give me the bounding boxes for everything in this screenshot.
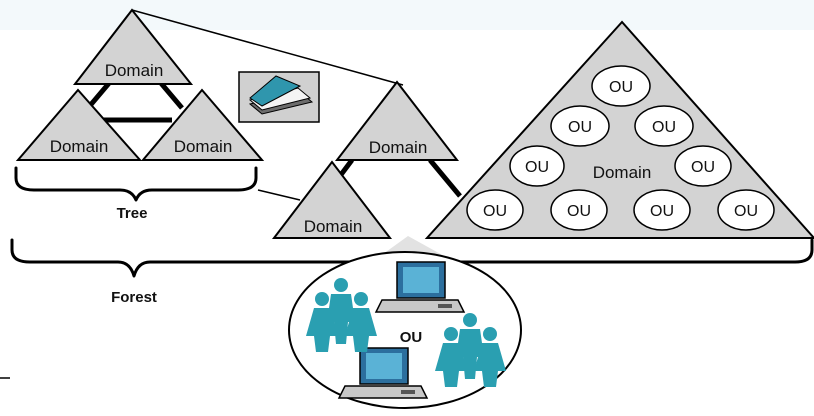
domain-triangle-child xyxy=(271,160,393,239)
tree-brace xyxy=(14,166,258,202)
tree-link xyxy=(428,158,462,198)
domain-label: Domain xyxy=(304,217,363,236)
ou-label: OU xyxy=(609,79,633,96)
tree-link-left xyxy=(86,80,112,110)
tree-link-right xyxy=(158,80,184,110)
ou-circle xyxy=(633,189,691,231)
ou-circle xyxy=(634,105,694,147)
domain-triangle-root xyxy=(72,8,194,85)
ou-label: OU xyxy=(652,119,676,136)
ou-label: OU xyxy=(483,203,507,220)
user-group-icon xyxy=(435,313,506,387)
domain-label: Domain xyxy=(105,61,164,80)
forest-label: Forest xyxy=(111,289,157,306)
domain-triangle-child-right xyxy=(140,88,265,161)
ou-circle xyxy=(550,105,610,147)
computer-icon xyxy=(374,261,466,313)
ou-circle xyxy=(674,145,732,187)
domain-triangle-parent xyxy=(334,80,460,161)
tree-group: Domain Domain Domain Tree xyxy=(14,8,265,222)
tree-label: Tree xyxy=(117,205,148,222)
ou-label: OU xyxy=(567,203,591,220)
domain-label: Domain xyxy=(369,138,428,157)
ou-circle xyxy=(717,189,775,231)
large-domain-group: OU OU OU OU Domain OU OU OU OU OU xyxy=(424,20,814,239)
domain-label: Domain xyxy=(50,137,109,156)
ou-circle xyxy=(509,145,565,187)
scanner-icon xyxy=(238,71,320,123)
user-group-icon xyxy=(306,278,377,352)
domain-triangle-child-left xyxy=(15,88,143,161)
ou-circle xyxy=(550,189,608,231)
tree-link xyxy=(338,158,354,178)
second-tree-group: Domain Domain xyxy=(271,80,462,239)
ou-label: OU xyxy=(734,203,758,220)
ou-label: OU xyxy=(568,119,592,136)
domain-label: Domain xyxy=(174,137,233,156)
zoom-line-lower xyxy=(257,189,301,201)
ou-label: OU xyxy=(525,159,549,176)
ou-label: OU xyxy=(650,203,674,220)
computer-icon xyxy=(337,347,429,399)
ou-circle xyxy=(466,189,524,231)
ou-label: OU xyxy=(691,159,715,176)
forest-brace xyxy=(10,238,814,278)
domain-label: Domain xyxy=(593,163,652,182)
ou-detail-label: OU xyxy=(400,329,423,346)
ou-circle xyxy=(591,65,651,107)
zoom-line-upper xyxy=(131,9,404,86)
